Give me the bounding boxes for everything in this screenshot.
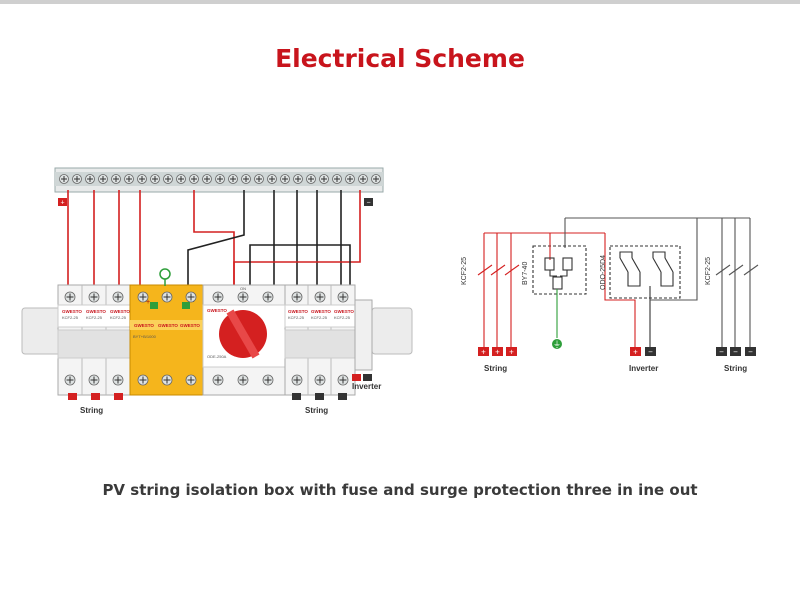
svg-text:GWESTO: GWESTO <box>62 309 82 314</box>
svg-text:KCF2-25: KCF2-25 <box>62 315 79 320</box>
svg-text:GWESTO: GWESTO <box>134 323 154 328</box>
svg-text:GWESTO: GWESTO <box>334 309 354 314</box>
schematic <box>477 217 759 348</box>
svg-text:KCF2-25: KCF2-25 <box>86 315 103 320</box>
device-string-left-label: String <box>80 406 103 415</box>
svg-text:GWESTO: GWESTO <box>86 309 106 314</box>
fuse-left-label: KCF2-25 <box>461 257 468 285</box>
svg-text:−: − <box>748 348 753 357</box>
svg-text:KCF2-25: KCF2-25 <box>311 315 328 320</box>
ground-symbol <box>552 339 562 349</box>
top-divider <box>0 0 800 4</box>
positive-terminal-marker <box>58 198 67 206</box>
svg-text:+: + <box>146 299 150 306</box>
svg-text:GWESTO: GWESTO <box>207 308 227 313</box>
spd-label: BY7-40 <box>522 262 529 285</box>
device-wires <box>67 190 361 290</box>
output-terminal-block <box>354 299 373 371</box>
device-inverter-label: Inverter <box>352 382 381 391</box>
schematic-inverter-label: Inverter <box>629 364 658 373</box>
schematic-terminal-markers: +++ +− −−− <box>478 347 756 357</box>
svg-text:KCF2-25: KCF2-25 <box>110 315 127 320</box>
ground-symbol-device <box>159 268 171 280</box>
switch-label: ODO-25D4 <box>600 255 607 290</box>
svg-text:+: + <box>481 348 486 357</box>
svg-text:ODE-250A: ODE-250A <box>207 354 227 359</box>
svg-text:ON: ON <box>240 286 246 291</box>
device-bottom-markers <box>68 374 372 400</box>
svg-text:+: + <box>633 348 638 357</box>
svg-text:GWESTO: GWESTO <box>180 323 200 328</box>
svg-text:KCF2-25: KCF2-25 <box>288 315 305 320</box>
svg-text:KCF2-25: KCF2-25 <box>334 315 351 320</box>
schematic-string-right-label: String <box>724 364 747 373</box>
busbar <box>54 167 384 193</box>
schematic-string-left-label: String <box>484 364 507 373</box>
svg-text:GWESTO: GWESTO <box>288 309 308 314</box>
svg-text:GWESTO: GWESTO <box>311 309 331 314</box>
svg-text:−: − <box>648 348 653 357</box>
svg-text:−: − <box>190 299 194 306</box>
svg-text:−: − <box>719 348 724 357</box>
svg-text:GWESTO: GWESTO <box>158 323 178 328</box>
svg-text:+: + <box>60 200 64 207</box>
fuse-right-label: KCF2-25 <box>705 257 712 285</box>
screw-terminals <box>64 291 349 386</box>
svg-text:−: − <box>366 200 370 207</box>
negative-terminal-marker <box>364 198 373 206</box>
caption: PV string isolation box with fuse and su… <box>102 481 698 499</box>
page-title: Electrical Scheme <box>275 44 525 73</box>
svg-text:+: + <box>509 348 514 357</box>
svg-text:⏚: ⏚ <box>553 340 561 349</box>
svg-text:−: − <box>733 348 738 357</box>
svg-text:+: + <box>495 348 500 357</box>
svg-text:BYT+B/1000: BYT+B/1000 <box>133 334 157 339</box>
device-string-right-label: String <box>305 406 328 415</box>
svg-text:GWESTO: GWESTO <box>110 309 130 314</box>
